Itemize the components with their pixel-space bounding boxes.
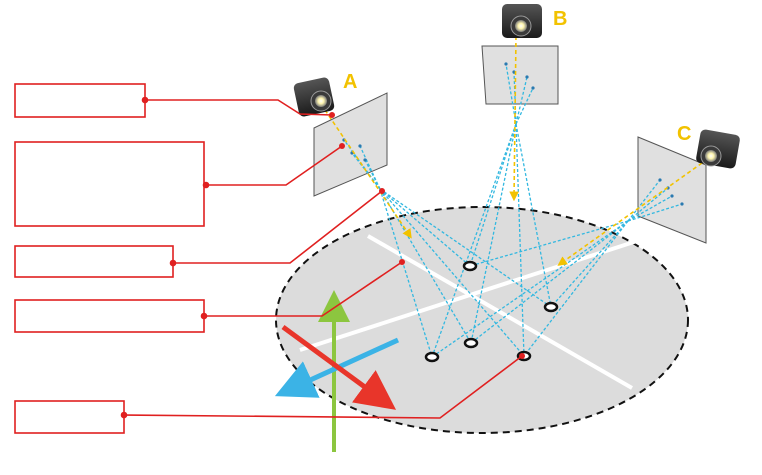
marker-icon — [424, 351, 440, 363]
camera-icon — [696, 129, 740, 169]
callout-box-3 — [14, 245, 174, 278]
marker-icon — [463, 337, 479, 349]
camera-rays — [343, 63, 683, 358]
axis-x-arrow — [281, 324, 397, 410]
callout-5 — [14, 353, 525, 434]
camera-a-label: A — [343, 71, 357, 93]
callout-box-1 — [14, 83, 146, 118]
marker-icon — [543, 301, 559, 313]
floor-region — [275, 206, 689, 434]
image-plane-points — [342, 62, 684, 206]
callout-box-4 — [14, 299, 205, 333]
camera-a: A — [293, 71, 357, 117]
image-plane-b — [481, 45, 559, 105]
callouts — [14, 83, 525, 434]
camera-b-label: B — [553, 8, 567, 30]
image-plane-a — [313, 92, 388, 197]
camera-icon — [502, 4, 542, 38]
callout-3 — [14, 188, 385, 278]
callout-2 — [14, 141, 345, 227]
callout-box-5 — [14, 400, 125, 434]
callout-box-2 — [14, 141, 205, 227]
camera-b: B — [502, 4, 567, 38]
marker-icon — [462, 260, 478, 272]
camera-icon — [293, 77, 335, 117]
callout-4 — [14, 259, 405, 333]
camera-c-label: C — [677, 123, 691, 145]
image-plane-c — [637, 136, 707, 244]
coordinate-axes — [274, 290, 400, 452]
axis-z-arrow — [274, 337, 400, 398]
camera-c: C — [677, 123, 740, 169]
callout-1 — [14, 83, 335, 118]
optical-axes — [324, 35, 703, 266]
